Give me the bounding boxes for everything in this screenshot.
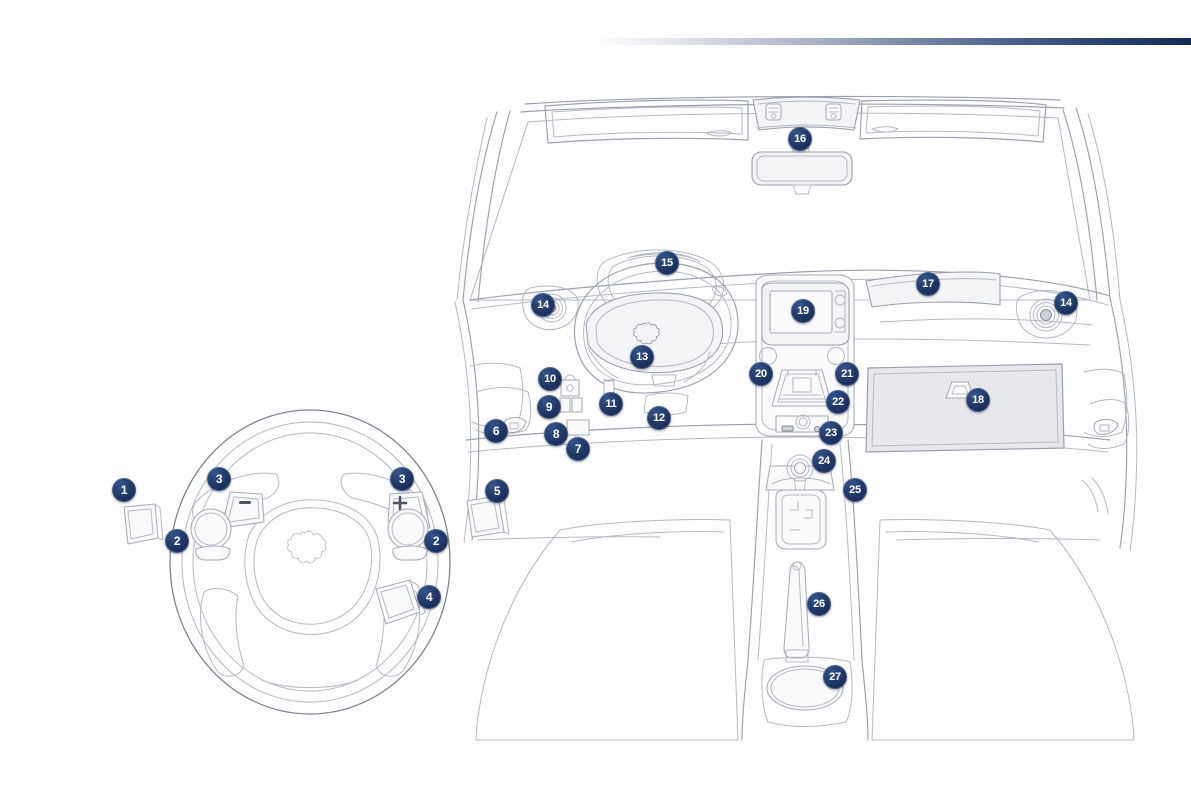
callout-20-hazard-warning[interactable]: 20 (749, 362, 773, 386)
floor-lines (477, 536, 1101, 541)
steering-wheel-dash-view (573, 262, 739, 397)
callout-26-parking-brake[interactable]: 26 (807, 592, 831, 616)
callout-7-bonnet-release[interactable]: 7 (566, 437, 590, 461)
callout-14-side-air-vent-right[interactable]: 14 (1054, 291, 1078, 315)
window-switch-cluster (559, 374, 583, 413)
callout-15-instrument-panel[interactable]: 15 (655, 251, 679, 275)
centre-tunnel (741, 439, 869, 741)
callout-3-left-paddle-minus[interactable]: 3 (207, 467, 231, 491)
accessory-socket-row (775, 414, 829, 433)
overhead-console (752, 96, 861, 131)
reading-lamp-right-icon (825, 103, 842, 121)
callout-3-right-paddle-plus[interactable]: 3 (390, 467, 414, 491)
peugeot-lion-logo-dash (633, 322, 660, 345)
callout-27-storage-tray[interactable]: 27 (823, 665, 847, 689)
rear-view-mirror (751, 129, 853, 195)
callout-9-window-switches[interactable]: 9 (537, 395, 561, 419)
peugeot-lion-logo-wheel (287, 530, 327, 564)
door-handle-right (1093, 419, 1119, 435)
callout-18-glovebox[interactable]: 18 (966, 388, 990, 412)
callout-5-wiper-stalk[interactable]: 5 (485, 479, 509, 503)
top-gradient-rule (590, 38, 1191, 45)
gear-lever (765, 454, 835, 550)
callout-1-lighting-stalk[interactable]: 1 (112, 478, 136, 502)
callout-2-left-wheel-controls[interactable]: 2 (165, 529, 189, 553)
callout-25-cup-holders[interactable]: 25 (843, 478, 867, 502)
parking-brake-lever (783, 561, 810, 663)
lighting-stalk (123, 503, 164, 545)
seats (475, 477, 1135, 741)
callout-14-side-air-vent-left[interactable]: 14 (531, 293, 555, 317)
callout-11-steering-adjust[interactable]: 11 (599, 392, 623, 416)
sun-visor-left (544, 99, 749, 144)
callout-17-upper-storage[interactable]: 17 (916, 272, 940, 296)
callout-8-mirror-control[interactable]: 8 (544, 422, 568, 446)
sun-visor-right (859, 99, 1047, 143)
callout-2-right-wheel-controls[interactable]: 2 (424, 529, 448, 553)
air-vent-right (1015, 290, 1078, 339)
wiper-stalk (466, 495, 510, 538)
wheel-control-right (387, 508, 429, 561)
airbag-switch-button (827, 347, 845, 365)
callout-4-horn[interactable]: 4 (417, 585, 441, 609)
right-door-panel (1083, 297, 1138, 551)
callout-23-accessory-socket[interactable]: 23 (819, 421, 843, 445)
glovebox (865, 363, 1065, 453)
callout-6-door-handle[interactable]: 6 (484, 419, 508, 443)
callout-12-fuse-box[interactable]: 12 (647, 406, 671, 430)
header-rule-area (0, 0, 1191, 50)
callout-24-gear-lever[interactable]: 24 (812, 449, 836, 473)
wheel-control-left (190, 508, 232, 561)
callout-22-heating-controls[interactable]: 22 (826, 390, 850, 414)
callout-19-audio-display[interactable]: 19 (791, 299, 815, 323)
callout-21-passenger-airbag-switch[interactable]: 21 (835, 362, 859, 386)
reading-lamp-left-icon (765, 103, 782, 121)
steering-wheel-detail (123, 409, 510, 715)
callout-13-driver-airbag[interactable]: 13 (630, 345, 654, 369)
heating-controls (771, 369, 833, 407)
callout-16-rear-view-mirror[interactable]: 16 (788, 127, 812, 151)
callout-10-central-locking[interactable]: 10 (538, 367, 562, 391)
